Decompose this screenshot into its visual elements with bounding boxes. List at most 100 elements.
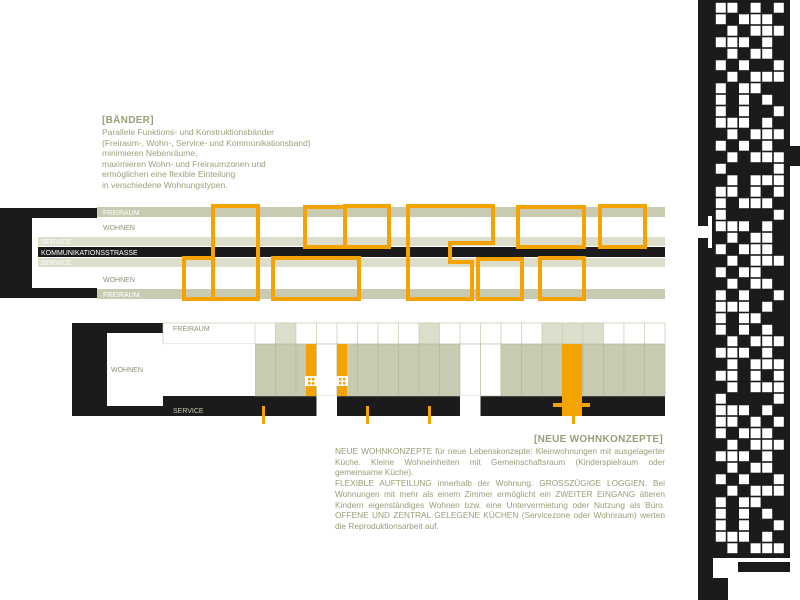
facade-window-cell [773, 209, 784, 220]
facade-window-cell [762, 71, 773, 82]
facade-window-cell [762, 255, 773, 266]
strip-wohnen-cell [418, 343, 440, 397]
facade-window-cell [715, 370, 726, 381]
facade-window-cell [715, 428, 726, 439]
facade-window-cell [715, 83, 726, 94]
facade-window-cell [739, 198, 749, 209]
facade-window-cell [739, 221, 749, 232]
facade-window-cell [762, 232, 773, 243]
facade-window-cell [773, 175, 784, 186]
facade-window-cell [762, 485, 773, 496]
apartment-outline-4 [343, 204, 391, 249]
apartment-outline-6 [406, 204, 495, 301]
facade-window-cell [715, 244, 726, 255]
facade-window-cell [727, 531, 738, 542]
facade-window-cell [750, 543, 761, 554]
facade-bottom-bar [738, 562, 790, 572]
facade-window-cell [773, 485, 784, 496]
strip-freiraum-cell [459, 322, 481, 345]
facade-window-cell [750, 359, 761, 370]
facade-window-cell [727, 405, 738, 416]
strip-orange-core [562, 344, 582, 416]
facade-window-cell [773, 163, 784, 174]
facade-window-cell [727, 221, 738, 232]
facade-window-cell [762, 94, 773, 105]
strip-service-gap [316, 396, 337, 416]
facade-window-cell [727, 255, 738, 266]
facade-window-cell [727, 152, 738, 163]
neue-wohnkonzepte-paragraph: NEUE WOHNKONZEPTE für neue Lebenskonzept… [335, 446, 665, 478]
facade-window-cell [773, 393, 784, 404]
strip-dot [308, 378, 311, 381]
strip-wohnen-cell [500, 343, 522, 397]
facade-window-cell [762, 129, 773, 140]
facade-window-cell [739, 94, 749, 105]
strip-wohnen-cell [439, 343, 461, 397]
facade-window-cell [750, 186, 761, 197]
facade-window-cell [773, 416, 784, 427]
facade-window-cell [773, 370, 784, 381]
facade-window-cell [727, 48, 738, 59]
strip-wohnen-cell [377, 343, 399, 397]
strip-wohnen-cell [603, 343, 625, 397]
facade-window-cell [773, 2, 784, 13]
facade-window-cell [750, 83, 761, 94]
facade-window-cell [727, 485, 738, 496]
facade-window-cell [773, 106, 784, 117]
facade-window-cell [715, 2, 726, 13]
facade-window-cell [715, 267, 726, 278]
facade-window-cell [750, 416, 761, 427]
facade-window-cell [727, 382, 738, 393]
strip-wohnen-cell [398, 343, 420, 397]
band-freiraum-top [97, 207, 665, 217]
strip-freiraum-cell [418, 322, 440, 345]
label-freiraum-bottom: FREIRAUM [103, 292, 140, 299]
strip-freiraum-cell [623, 322, 645, 345]
strip-wohnen-label-area [163, 344, 255, 396]
label-wohnen-top: WOHNEN [103, 225, 135, 232]
strip-dot [308, 382, 311, 385]
baender-line: in verschiedene Wohnungstypen. [102, 179, 228, 190]
facade-window-cell [727, 359, 738, 370]
strip-freiraum-cell [500, 322, 522, 345]
facade-window-cell [750, 14, 761, 25]
facade-window-cell [773, 290, 784, 301]
facade-window-cell [739, 14, 749, 25]
facade-window-cell [762, 152, 773, 163]
strip-wohnen-cell [541, 343, 563, 397]
strip-dot-box [305, 376, 317, 386]
facade-window-cell [750, 232, 761, 243]
facade-window-cell [762, 543, 773, 554]
facade-window-cell [762, 531, 773, 542]
facade-window-cell [715, 209, 726, 220]
facade-notch-left-mark2 [698, 238, 708, 248]
baender-line: maximieren Wohn- und Freiraumzonen und [102, 158, 266, 169]
band-service-bottom [38, 258, 665, 267]
facade-window-cell [739, 301, 749, 312]
strip-cells [163, 322, 666, 416]
facade-window-cell [715, 301, 726, 312]
facade-window-cell [715, 290, 726, 301]
strip-wohnen-cell [275, 343, 297, 397]
strip-orange-tick [262, 406, 265, 424]
facade-window-cell [750, 278, 761, 289]
strip-freiraum-cell [541, 322, 563, 345]
strip-wohnen-cell [480, 343, 502, 397]
facade-window-cell [750, 2, 761, 13]
strip-freiraum-cell [480, 322, 502, 345]
strip-freiraum-cell [582, 322, 604, 345]
facade-window-cell [762, 405, 773, 416]
facade-window-cell [762, 198, 773, 209]
facade-window-cell [739, 531, 749, 542]
facade-window-cell [762, 301, 773, 312]
label-service-top: SERVICE [41, 239, 72, 246]
facade-window-cell [739, 83, 749, 94]
facade-window-cell [762, 324, 773, 335]
neue-wohnkonzepte-description: NEUE WOHNKONZEPTE für neue Lebenskonzept… [335, 446, 665, 532]
bracket-left [0, 208, 97, 298]
facade-notch-left-mark1 [698, 216, 708, 226]
facade-window-cell [727, 451, 738, 462]
facade-window-cell [715, 531, 726, 542]
strip-wohnen-cell [316, 343, 338, 397]
facade-window-cell [727, 175, 738, 186]
